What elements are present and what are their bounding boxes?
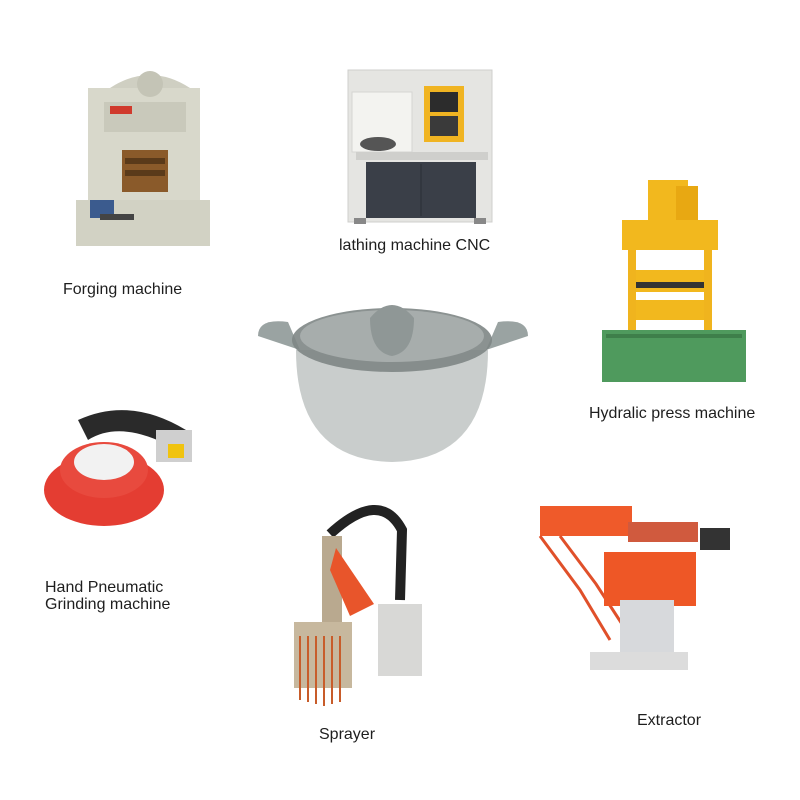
pneumatic-sander-label-line1: Hand Pneumatic [45, 579, 164, 596]
forging-machine-label: Forging machine [63, 281, 183, 298]
extractor-label: Extractor [637, 712, 702, 729]
hydraulic-press-label: Hydralic press machine [589, 405, 756, 422]
cnc-lathe-label: lathing machine CNC [339, 237, 491, 254]
sprayer-label: Sprayer [319, 726, 376, 743]
pneumatic-sander-label-line2: Grinding machine [45, 596, 171, 613]
